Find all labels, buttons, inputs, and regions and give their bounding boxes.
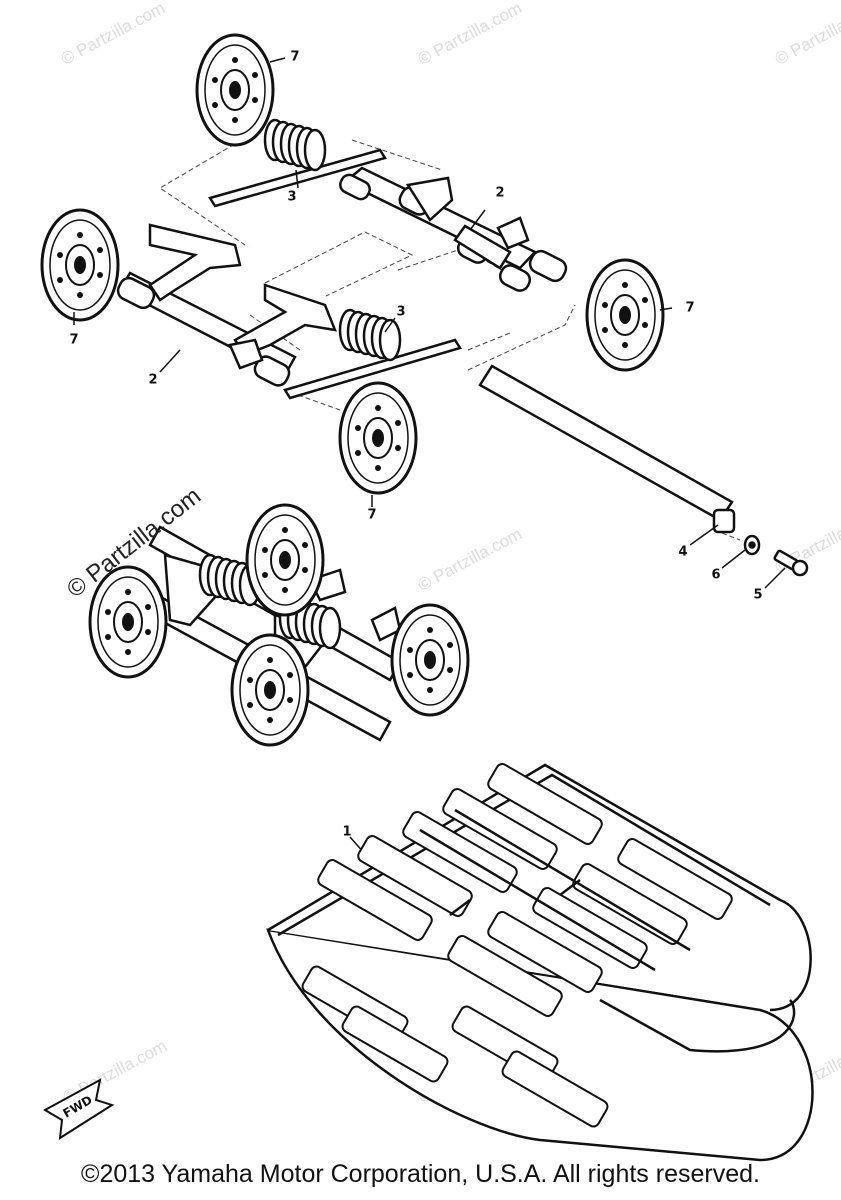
callout-3: 3 [287, 189, 297, 205]
fwd-arrow-icon: FWD [42, 1078, 115, 1140]
callout-7: 7 [367, 507, 377, 523]
callout-7: 7 [290, 49, 300, 65]
copyright-notice: ©2013 Yamaha Motor Corporation, U.S.A. A… [81, 1160, 760, 1188]
callout-4: 4 [678, 544, 688, 560]
callout-2: 2 [495, 185, 505, 201]
callout-5: 5 [753, 587, 763, 603]
callout-1: 1 [342, 824, 352, 840]
exploded-suspension [116, 148, 809, 577]
callout-7: 7 [685, 300, 695, 316]
track-belt [266, 763, 814, 1162]
callout-7: 7 [69, 332, 79, 348]
callout-6: 6 [711, 567, 721, 583]
callout-2: 2 [148, 372, 158, 388]
callout-3: 3 [396, 304, 406, 320]
